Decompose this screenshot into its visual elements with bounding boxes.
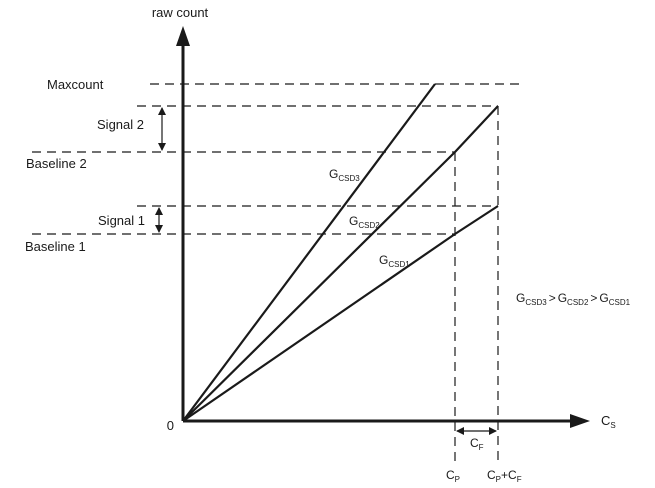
cp-plus-cf-label: CP+CF: [487, 468, 522, 484]
cp-label: CP: [446, 468, 460, 484]
gcsd2-line-to-cp: [182, 151, 456, 422]
x-axis-arrowhead: [570, 414, 590, 428]
signal-2-label: Signal 2: [97, 117, 144, 132]
gcsd1-label: GCSD1: [379, 253, 410, 269]
gcsd1-line-to-cp: [182, 233, 456, 422]
gcsd3-label: GCSD3: [329, 167, 360, 183]
y-axis-label: raw count: [152, 5, 209, 20]
gcsd3-line: [182, 83, 436, 422]
baseline-1-label: Baseline 1: [25, 239, 86, 254]
cf-label: CF: [470, 436, 484, 452]
maxcount-label: Maxcount: [47, 77, 104, 92]
gcsd1-line-to-cp-plus-cf: [454, 205, 499, 235]
x-axis-label: CS: [601, 413, 616, 430]
origin-label: 0: [167, 418, 174, 433]
baseline-2-label: Baseline 2: [26, 156, 87, 171]
gcsd2-line-to-cp-plus-cf: [454, 105, 499, 153]
gain-relation-label: GCSD3>GCSD2>GCSD1: [516, 291, 631, 307]
signal-1-label: Signal 1: [98, 213, 145, 228]
gcsd2-label: GCSD2: [349, 214, 380, 230]
y-axis-arrowhead: [176, 26, 190, 46]
